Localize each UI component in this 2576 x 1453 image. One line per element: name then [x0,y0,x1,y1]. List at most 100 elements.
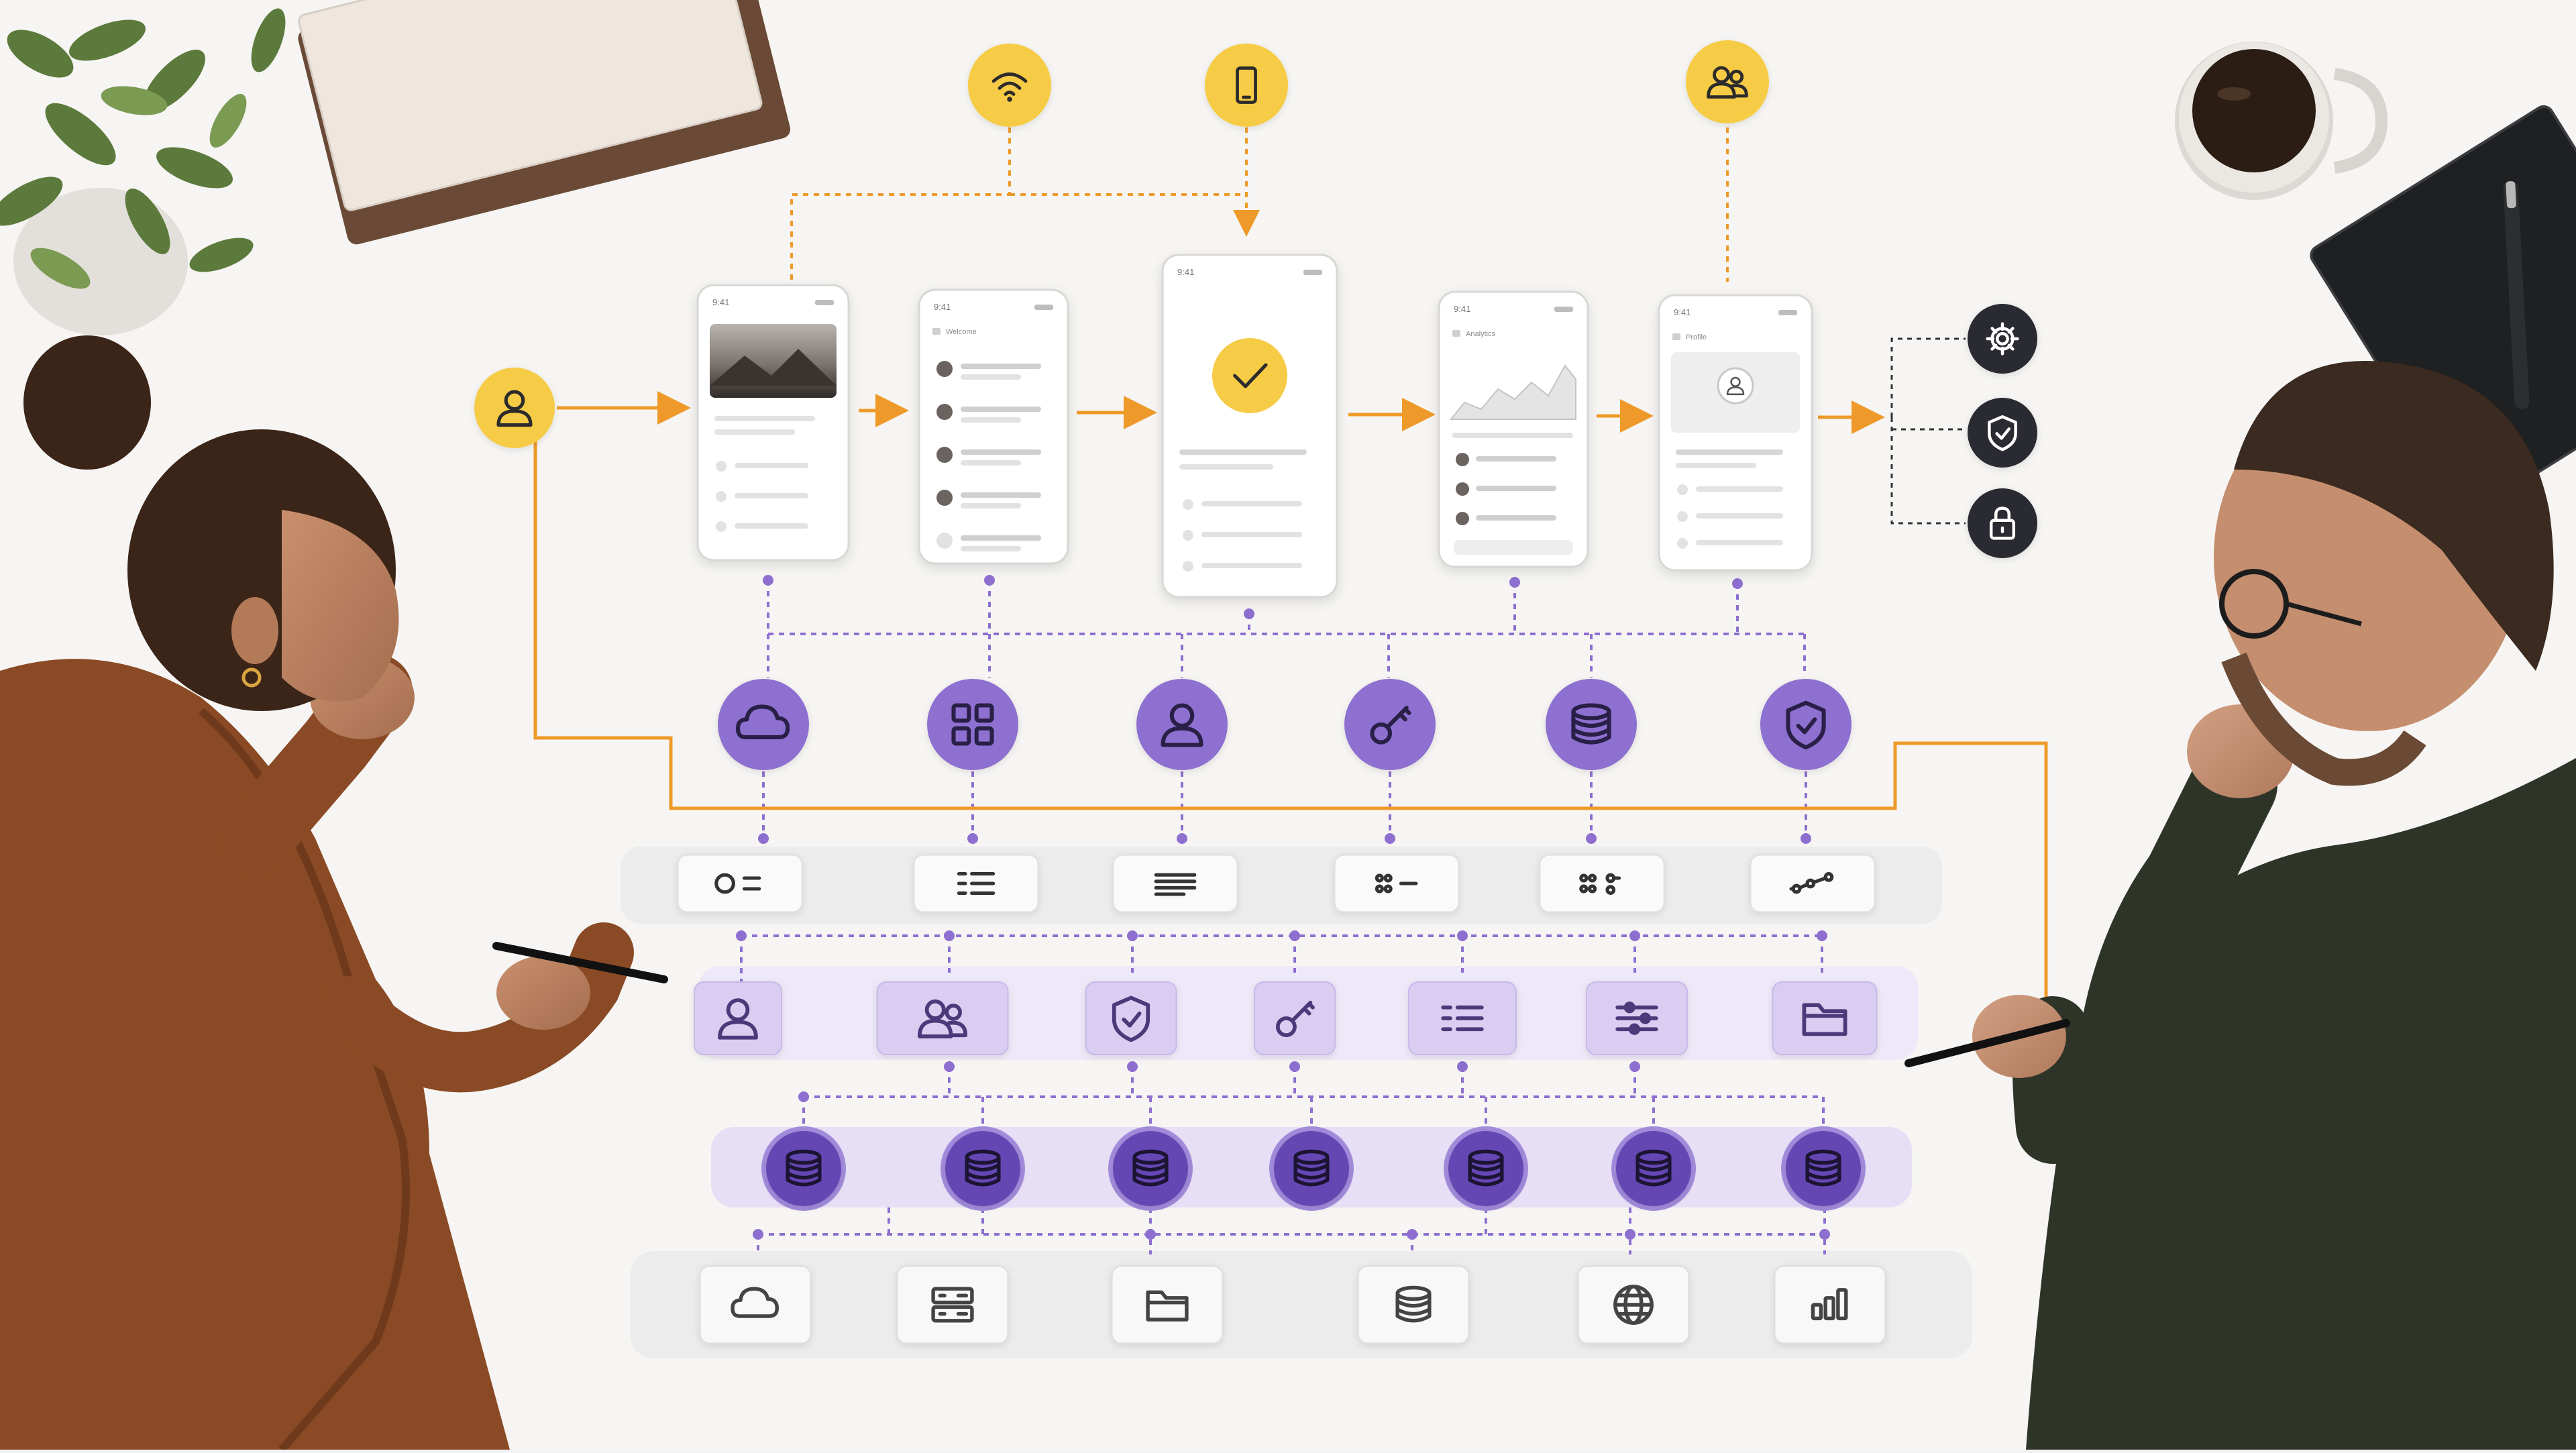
toggle-list-tile [677,854,803,913]
wifi-node [968,44,1051,127]
users-icon [917,999,968,1038]
key-icon [1275,1000,1315,1038]
potted-plant [0,8,286,335]
database-icon [1571,703,1611,745]
dots-toggle-tile [1539,854,1665,913]
shield-check-node [1760,679,1851,770]
database-icon [1293,1149,1330,1187]
database-icon [786,1149,822,1187]
avatar [936,533,953,549]
list-tile [913,854,1039,913]
dots-list-icon [1375,873,1418,894]
sliders-tile [1586,981,1688,1055]
book-stack [298,0,791,245]
users-icon [1707,66,1748,99]
screen-title: Profile [1686,333,1707,341]
screen-title: Analytics [1466,330,1496,338]
database-node [1444,1126,1528,1211]
screen-title: Welcome [946,328,977,336]
shield-check-node [1968,398,2037,468]
wifi-icon [991,72,1028,102]
purple-connector-dots [736,575,1830,1240]
avatar [936,361,953,377]
globe-tile [1577,1265,1690,1344]
toggle-list-icon [714,873,761,894]
cloud-node [718,679,809,770]
key-node [1344,679,1436,770]
man-right [1904,361,2576,1450]
smartphone-icon [1236,66,1257,104]
status-clock: 9:41 [934,302,951,312]
grid-node [927,679,1018,770]
avatar [936,404,953,420]
orange-dashed [790,127,1729,282]
user-node [1136,679,1228,770]
database-icon [1635,1149,1672,1187]
shield-check-icon [1112,995,1150,1042]
bar-chart-icon [1811,1288,1848,1321]
cloud-icon [735,704,790,740]
check-icon [1233,363,1268,388]
status-clock: 9:41 [1674,307,1690,317]
folder-icon [1146,1290,1189,1322]
database-node [1269,1126,1354,1211]
phone-confirmation: 9:41 [1161,254,1338,598]
avatar [1456,482,1469,496]
status-clock: 9:41 [712,297,729,307]
cloud-tile [699,1265,812,1344]
folder-tile [1111,1265,1224,1344]
gear-icon [1986,322,2019,356]
database-icon [1132,1149,1169,1187]
text-lines-icon [1154,873,1197,896]
list-icon [957,872,996,895]
bar-chart-tile [1774,1265,1886,1344]
database-node [761,1126,846,1211]
phone-photo-feed: 9:41 [696,284,850,561]
shield-check-icon [1786,700,1826,750]
folder-icon [1802,1003,1847,1036]
infra-strip [631,1251,1972,1358]
user-node [474,368,555,448]
list-icon [1441,1005,1484,1032]
status-clock: 9:41 [1177,267,1194,277]
server-icon [931,1287,974,1323]
avatar [1456,453,1469,466]
folder-tile [1772,981,1878,1055]
avatar [1456,512,1469,525]
dots-toggle-icon [1579,873,1621,895]
avatar [936,447,953,463]
user-icon [1726,376,1745,396]
area-chart [1449,364,1576,420]
database-node [1108,1126,1193,1211]
database-node [941,1126,1025,1211]
security-branches [1890,337,1966,525]
gear-node [1968,304,2037,374]
database-icon [965,1149,1001,1187]
database-node [1611,1126,1696,1211]
lock-node [1968,488,2037,558]
user-icon [496,390,533,427]
success-badge [1212,338,1287,413]
avatar [936,490,953,506]
user-icon [1161,703,1203,747]
grid-icon [951,703,994,746]
text-lines-tile [1112,854,1238,913]
shield-check-icon [1988,415,2017,451]
key-icon [1370,706,1411,745]
globe-icon [1613,1285,1654,1325]
cloud-icon [731,1287,780,1318]
key-tile [1254,981,1336,1055]
database-icon [1805,1149,1841,1187]
database-tile [1357,1265,1470,1344]
users-node [1686,40,1769,123]
server-tile [896,1265,1009,1344]
landscape-photo [710,324,837,398]
smartphone-node [1205,44,1288,127]
users-tile [876,981,1009,1055]
orange-flow [533,391,2048,1013]
shield-check-tile [1085,981,1177,1055]
